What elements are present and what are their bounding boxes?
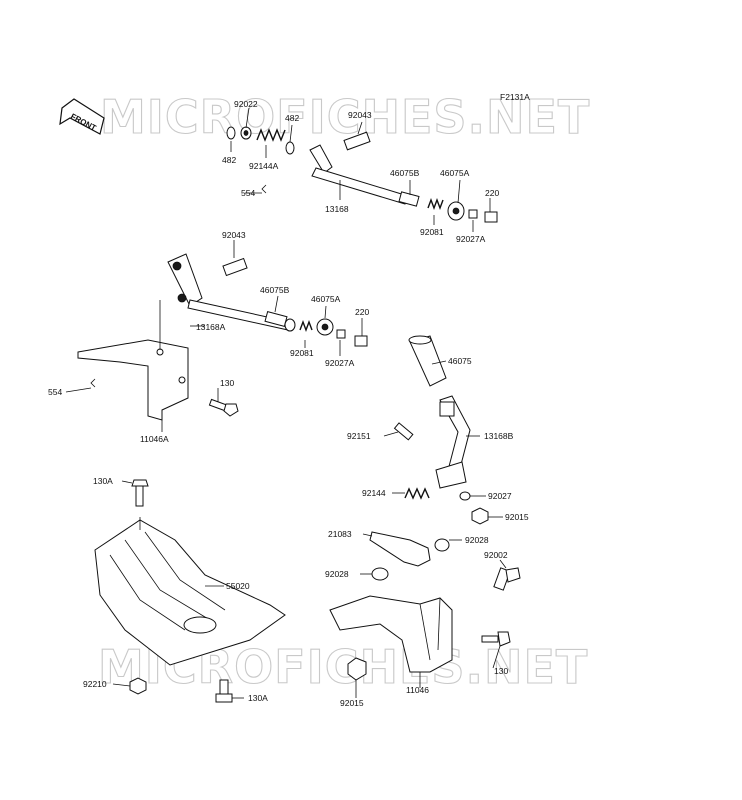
label-92043-a: 92043 (348, 110, 372, 120)
label-11046A: 11046A (140, 434, 169, 444)
bracket-11046A (77, 300, 239, 421)
label-482-a: 482 (222, 155, 236, 165)
shaft-13168 (226, 126, 498, 223)
label-92043-b: 92043 (222, 230, 246, 240)
label-92002: 92002 (484, 550, 508, 560)
label-92027A-a: 92027A (456, 234, 486, 244)
label-130A-a: 130A (93, 476, 113, 486)
label-92028-a: 92028 (465, 535, 489, 545)
label-92027: 92027 (488, 491, 512, 501)
shaft-13168A (167, 253, 368, 347)
bolt-130-icon (208, 398, 239, 417)
label-46075B-b: 46075B (260, 285, 290, 295)
label-92081-a: 92081 (420, 227, 444, 237)
label-220-b: 220 (355, 307, 369, 317)
label-92144A: 92144A (249, 161, 279, 171)
label-554-a: 554 (241, 188, 255, 198)
label-92015-b: 92015 (340, 698, 364, 708)
label-46075: 46075 (448, 356, 472, 366)
label-13168: 13168 (325, 204, 349, 214)
label-46075A-a: 46075A (440, 168, 470, 178)
label-46075A-b: 46075A (311, 294, 341, 304)
label-92144: 92144 (362, 488, 386, 498)
shift-lever-13168B (393, 335, 489, 525)
figure-code: F2131A (500, 92, 530, 102)
label-55020: 55020 (226, 581, 250, 591)
label-130A-b: 130A (248, 693, 268, 703)
front-arrow-icon: FRONT (59, 98, 105, 135)
label-11046: 11046 (406, 685, 429, 695)
part-labels: 92022 482 482 92144A 92043 554 13168 460… (48, 99, 529, 708)
label-220-a: 220 (485, 188, 499, 198)
label-92028-b: 92028 (325, 569, 349, 579)
label-92081-b: 92081 (290, 348, 314, 358)
label-13168A: 13168A (196, 322, 226, 332)
leader-lines (65, 107, 507, 699)
skid-plate-55020 (94, 479, 286, 703)
label-482-b: 482 (285, 113, 299, 123)
pivot-21083 (369, 531, 521, 591)
label-46075B-a: 46075B (390, 168, 420, 178)
bracket-11046 (329, 595, 511, 681)
label-130-a: 130 (220, 378, 234, 388)
label-21083: 21083 (328, 529, 352, 539)
label-92015-a: 92015 (505, 512, 529, 522)
label-554-b: 554 (48, 387, 62, 397)
label-92022: 92022 (234, 99, 258, 109)
watermark-top: MICROFICHES.NET (100, 90, 590, 144)
label-92210: 92210 (83, 679, 107, 689)
label-13168B: 13168B (484, 431, 514, 441)
label-92151: 92151 (347, 431, 371, 441)
label-130-b: 130 (494, 666, 508, 676)
label-92027A-b: 92027A (325, 358, 355, 368)
